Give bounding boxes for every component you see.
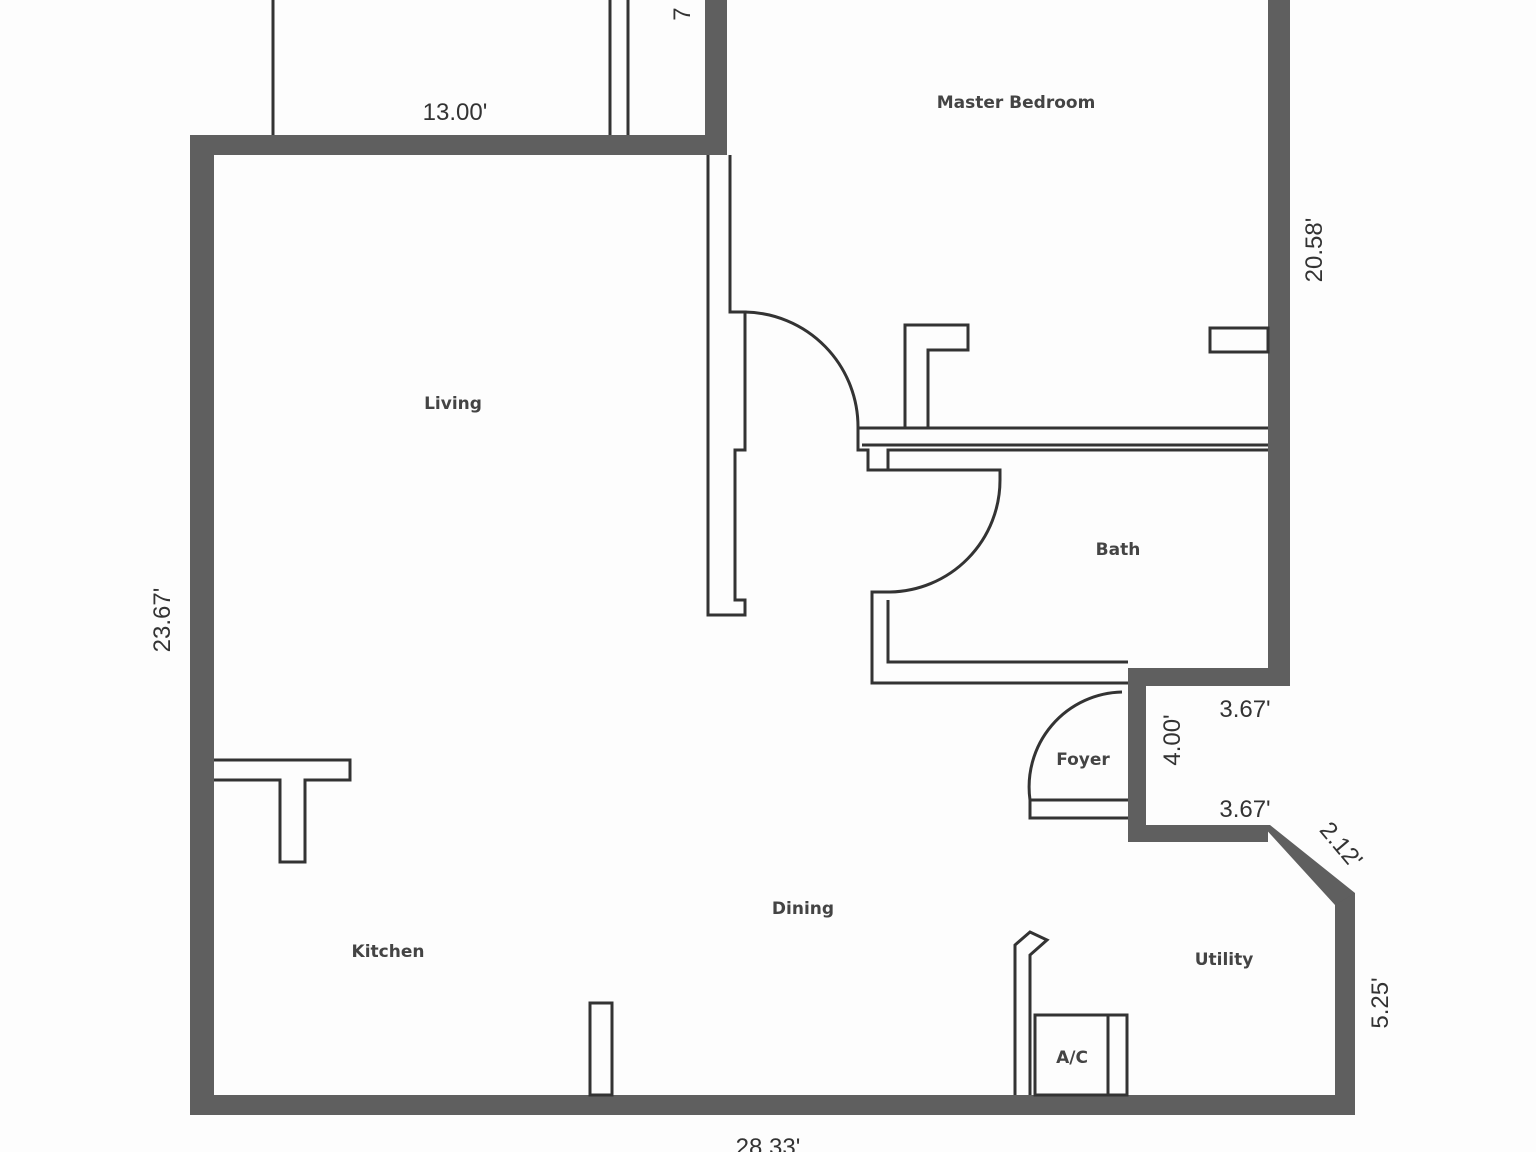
room-label-dining: Dining xyxy=(772,899,834,919)
dimension-diagonal: 2.12' xyxy=(1314,817,1368,874)
room-label-master-bedroom: Master Bedroom xyxy=(937,93,1096,113)
interior-walls xyxy=(214,0,1270,1097)
room-label-bath: Bath xyxy=(1096,540,1141,560)
exterior-walls xyxy=(190,0,1355,1115)
dimension-top-room-width: 13.00' xyxy=(423,99,488,126)
dimension-foyer-depth: 4.00' xyxy=(1159,714,1186,765)
dimension-bedroom-depth: 20.58' xyxy=(1301,218,1328,283)
dimension-foyer-top: 3.67' xyxy=(1219,696,1270,723)
dimension-left-height: 23.67' xyxy=(149,588,176,653)
room-label-kitchen: Kitchen xyxy=(352,942,425,962)
room-label-foyer: Foyer xyxy=(1056,750,1110,770)
room-label-living: Living xyxy=(424,394,482,414)
room-label-utility: Utility xyxy=(1195,950,1254,970)
room-label-ac: A/C xyxy=(1056,1048,1088,1068)
dimension-bottom-width: 28.33' xyxy=(736,1134,801,1152)
dimension-utility-side: 5.25' xyxy=(1367,977,1394,1028)
dimension-foyer-bottom: 3.67' xyxy=(1219,796,1270,823)
dimension-partial-top: 7 xyxy=(669,7,696,20)
